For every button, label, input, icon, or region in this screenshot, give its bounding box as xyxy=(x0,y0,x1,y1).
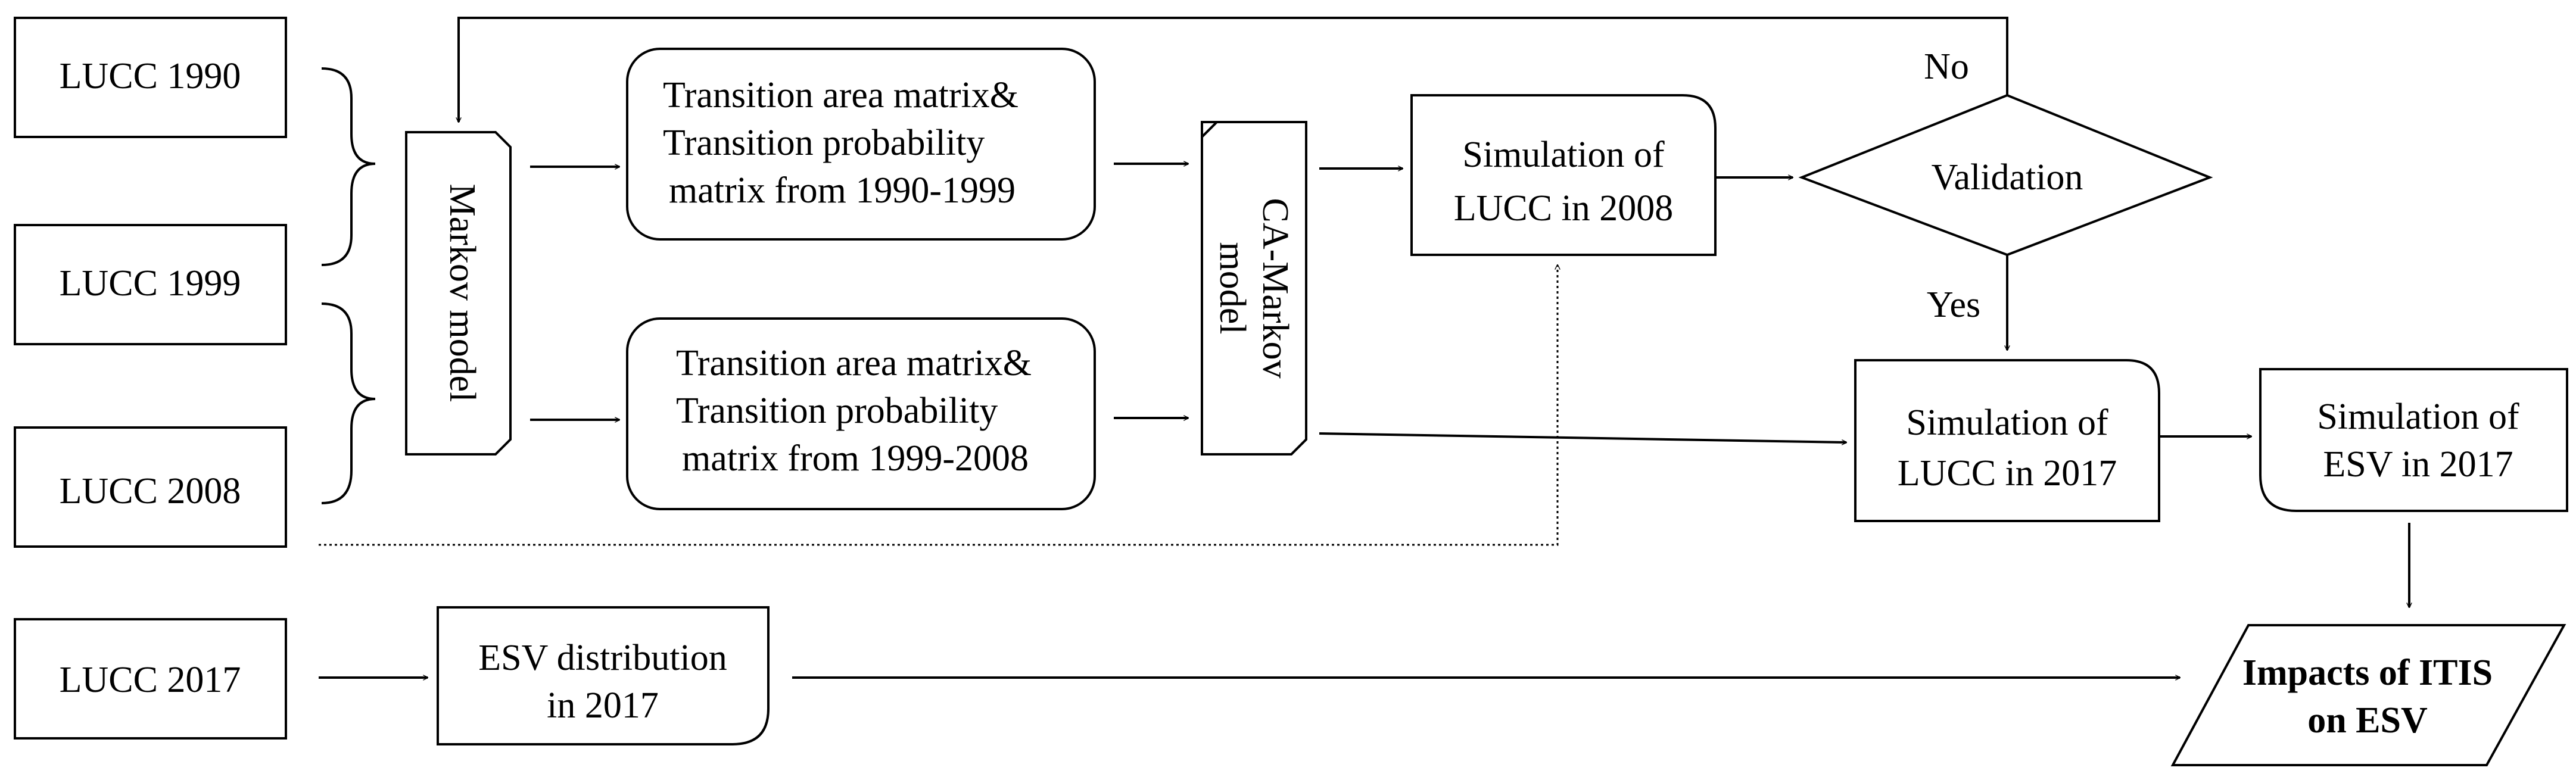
lucc-2008-box: LUCC 2008 xyxy=(14,426,287,548)
ca-markov-model-box: CA-Markov model xyxy=(1201,121,1307,455)
brace-1999-2008 xyxy=(321,302,376,504)
sim-2008-line-1: Simulation of xyxy=(1462,135,1665,175)
lucc-2017-label: LUCC 2017 xyxy=(60,660,241,700)
lucc-1999-box: LUCC 1999 xyxy=(14,224,287,345)
simulation-lucc-2008-box: Simulation of LUCC in 2008 xyxy=(1410,94,1717,256)
impacts-line-2: on ESV xyxy=(2307,700,2428,741)
transition-2-line-2: Transition probability xyxy=(676,391,998,431)
esv-distribution-line-2: in 2017 xyxy=(547,685,659,726)
transition-1-line-3: matrix from 1990-1999 xyxy=(669,170,1016,211)
validation-diamond: Validation xyxy=(1798,93,2213,257)
arrow-ca-markov-to-sim-lucc-2017 xyxy=(1319,432,1846,442)
sim-esv-2017-line-2: ESV in 2017 xyxy=(2323,444,2513,485)
lucc-1999-label: LUCC 1999 xyxy=(60,263,241,304)
dotted-lucc-2008-to-sim-2008-connector xyxy=(319,265,1558,546)
lucc-2017-box: LUCC 2017 xyxy=(14,618,287,740)
lucc-1990-box: LUCC 1990 xyxy=(14,17,287,138)
esv-distribution-line-1: ESV distribution xyxy=(478,638,727,678)
markov-model-label: Markov model xyxy=(442,184,482,403)
transition-matrix-1990-1999-box: Transition area matrix& Transition proba… xyxy=(626,48,1096,241)
transition-1-line-1: Transition area matrix& xyxy=(663,75,1018,116)
transition-2-line-3: matrix from 1999-2008 xyxy=(682,438,1029,479)
simulation-lucc-2017-box: Simulation of LUCC in 2017 xyxy=(1854,359,2160,522)
transition-2-line-1: Transition area matrix& xyxy=(676,343,1032,383)
simulation-esv-2017-box: Simulation of ESV in 2017 xyxy=(2259,368,2568,512)
lucc-2008-label: LUCC 2008 xyxy=(60,471,241,511)
ca-markov-line-2: model xyxy=(1212,242,1253,335)
impacts-itis-esv-box: Impacts of ITIS on ESV xyxy=(2170,624,2566,766)
markov-model-box: Markov model xyxy=(405,131,512,455)
transition-1-line-2: Transition probability xyxy=(663,123,985,163)
sim-2008-line-2: LUCC in 2008 xyxy=(1454,188,1674,229)
ca-markov-line-1: CA-Markov xyxy=(1255,198,1295,378)
no-label: No xyxy=(1924,46,1969,87)
lucc-1990-label: LUCC 1990 xyxy=(60,56,241,96)
sim-lucc-2017-line-1: Simulation of xyxy=(1906,403,2108,443)
brace-1990-1999 xyxy=(321,67,376,266)
esv-distribution-2017-box: ESV distribution in 2017 xyxy=(437,606,770,745)
yes-label: Yes xyxy=(1927,285,1980,325)
sim-esv-2017-line-1: Simulation of xyxy=(2317,397,2519,437)
feedback-loop-connector xyxy=(459,17,2008,122)
sim-lucc-2017-line-2: LUCC in 2017 xyxy=(1898,453,2117,494)
impacts-line-1: Impacts of ITIS xyxy=(2242,653,2493,693)
transition-matrix-1999-2008-box: Transition area matrix& Transition proba… xyxy=(626,317,1096,510)
validation-label: Validation xyxy=(1932,157,2083,198)
